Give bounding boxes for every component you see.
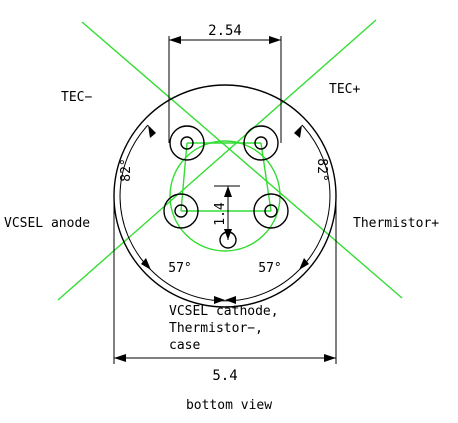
tec-plus-label: TEC+ [329,82,360,97]
arc-82-left [119,124,152,271]
guide-line-right [260,142,272,212]
angle-bottom-left-label: 57° [168,261,191,276]
vcsel-cathode-label-line3: case [169,338,200,353]
bottom-view-caption: bottom view [186,398,272,413]
pin-vcsel-anode [163,193,199,229]
dimension-body-diameter [113,196,337,364]
pin-tec-plus [243,125,279,161]
thermistor-plus-label: Thermistor+ [353,216,439,231]
angle-left-label: 82° [119,158,134,181]
angle-arrows [141,125,309,304]
dimension-pin-spacing [168,36,282,143]
pin-tec-minus [169,125,205,161]
green-guide-lines [57,19,403,301]
guide-line-diagonal-a [81,21,403,299]
arc-82-right [298,124,331,271]
body-diameter-label: 5.4 [212,368,237,384]
dimension-center-offset [214,185,240,240]
tec-minus-label: TEC− [61,90,92,105]
vcsel-cathode-label-line1: VCSEL cathode, [169,304,279,319]
center-offset-label: 1.4 [213,202,228,226]
vcsel-cathode-label-line2: Thermistor−, [169,321,263,336]
vcsel-anode-label: VCSEL anode [4,216,90,231]
pin-spacing-label: 2.54 [208,23,242,39]
guide-line-diagonal-b [57,19,377,301]
arc-57-bottom [150,269,300,302]
angle-bottom-right-label: 57° [258,261,281,276]
guide-line-left [180,142,188,212]
pin-thermistor-plus [253,193,289,229]
angle-right-label: 82° [314,158,329,181]
